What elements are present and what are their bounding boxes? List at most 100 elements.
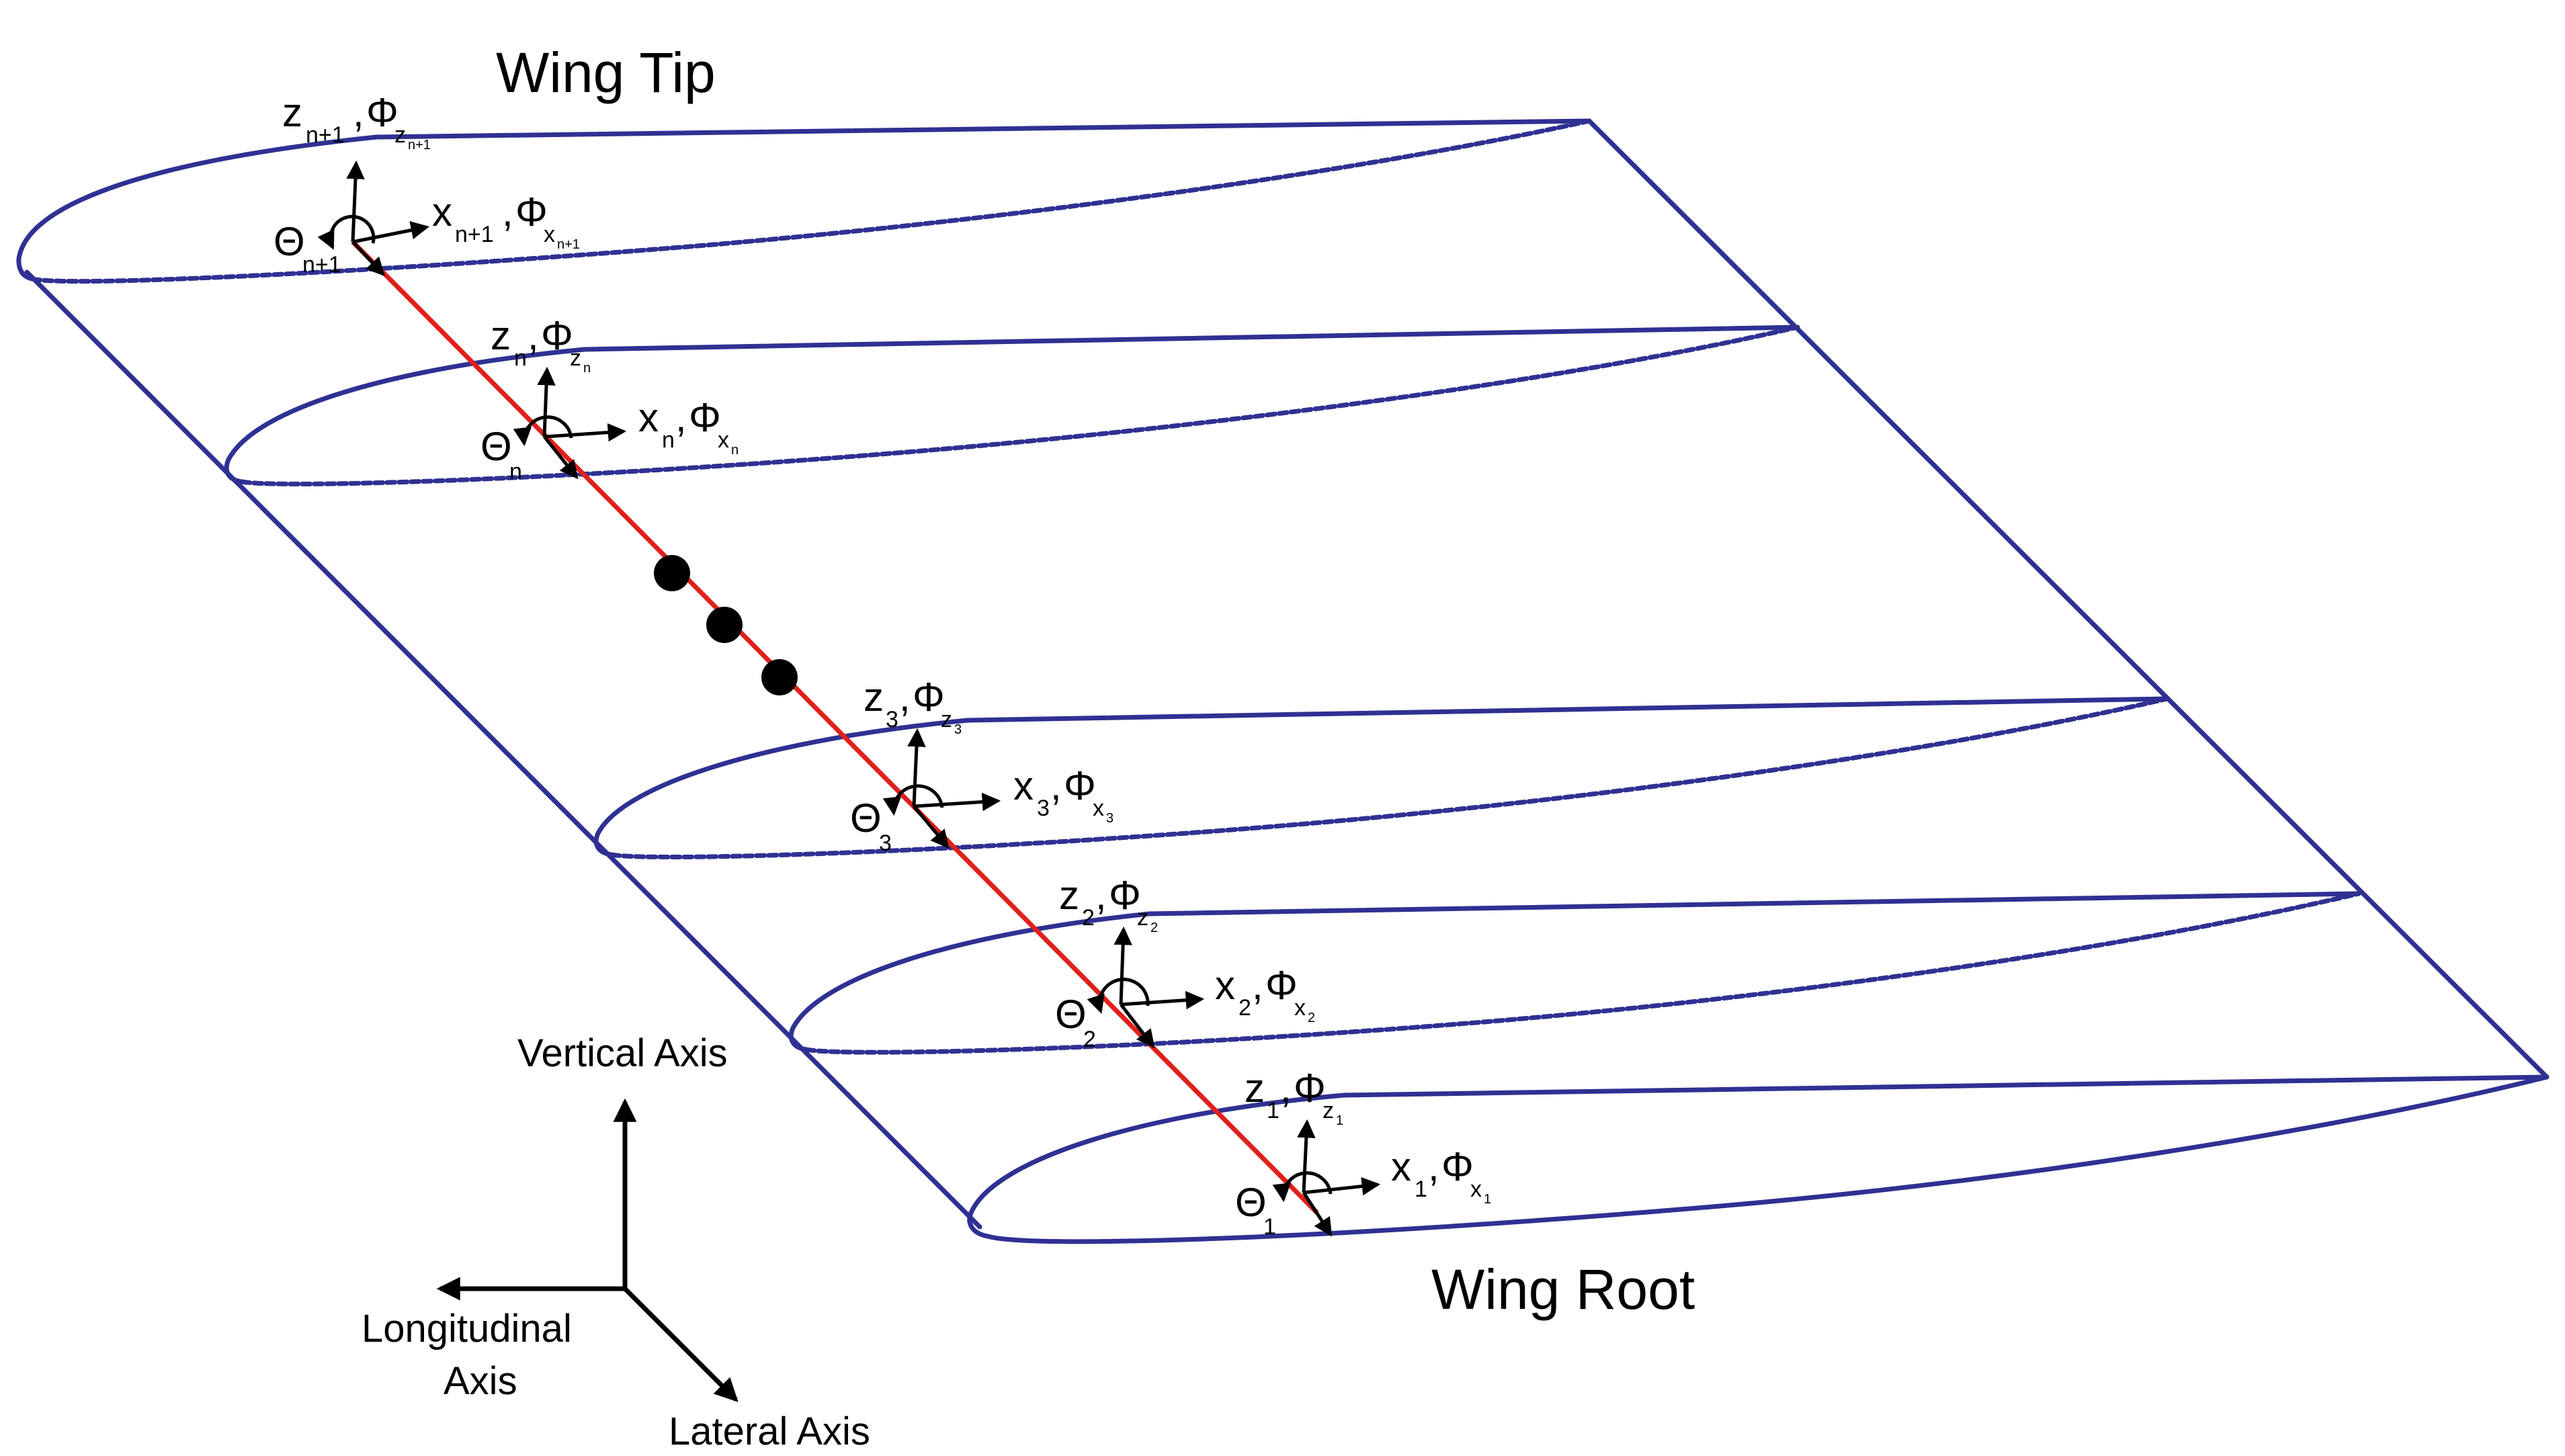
z-axis-arrow bbox=[907, 728, 926, 807]
phi-subsubscript: 1 bbox=[1336, 1113, 1343, 1128]
x-label: x 1 , Φ x 1 bbox=[1391, 1144, 1491, 1207]
wing-root-section bbox=[967, 1074, 2550, 1244]
x-subscript: 3 bbox=[1037, 796, 1050, 821]
phi-subsubscript: 1 bbox=[1484, 1192, 1491, 1207]
theta-label: Θ n bbox=[480, 424, 522, 484]
z-axis-arrow bbox=[537, 366, 556, 437]
phi-symbol: Φ bbox=[1109, 873, 1141, 918]
x-axis-arrow bbox=[1120, 990, 1205, 1010]
lateral-axis-label: Lateral Axis bbox=[669, 1410, 870, 1453]
node-frame-2: z 2 , Φ z 2 x 2 , Φ x 2 Θ 2 bbox=[1055, 873, 1315, 1052]
phi-subscript: x bbox=[718, 427, 729, 453]
z-subscript: n bbox=[514, 345, 527, 371]
theta-label: Θ 1 bbox=[1235, 1180, 1276, 1240]
z-label: z 1 , Φ z 1 bbox=[1245, 1066, 1343, 1128]
x-subscript: 2 bbox=[1238, 995, 1251, 1021]
phi-symbol: Φ bbox=[1064, 763, 1096, 808]
theta-symbol: Θ bbox=[480, 424, 512, 469]
z-symbol: z bbox=[282, 90, 302, 135]
phi-subsubscript: 2 bbox=[1150, 920, 1158, 935]
beam-direction-arrow bbox=[1302, 1191, 1333, 1237]
phi-subsubscript: 2 bbox=[1308, 1011, 1315, 1025]
comma: , bbox=[528, 313, 539, 358]
phi-symbol: Φ bbox=[541, 313, 573, 358]
theta-symbol: Θ bbox=[1055, 992, 1087, 1037]
node-frame-3: z 3 , Φ z 3 x 3 , Φ x 3 Θ 3 bbox=[850, 675, 1113, 856]
theta-label: Θ 2 bbox=[1055, 992, 1096, 1052]
comma: , bbox=[1095, 873, 1107, 918]
wing-section-2-lower bbox=[804, 891, 2361, 1055]
wing-section-3-lower bbox=[609, 696, 2170, 859]
phi-subscript: z bbox=[394, 122, 406, 148]
z-label: z 3 , Φ z 3 bbox=[864, 675, 962, 737]
theta-subscript: n+1 bbox=[302, 252, 341, 277]
phi-symbol: Φ bbox=[689, 395, 721, 440]
z-label: z n , Φ z n bbox=[491, 313, 591, 376]
phi-symbol: Φ bbox=[913, 675, 945, 720]
z-axis-arrow bbox=[1297, 1119, 1316, 1193]
longitudinal-axis-label-line2: Axis bbox=[444, 1359, 517, 1403]
theta-rotation-arc bbox=[1087, 978, 1150, 1014]
wing-root-label: Wing Root bbox=[1431, 1258, 1695, 1321]
comma: , bbox=[1050, 763, 1062, 808]
z-symbol: z bbox=[491, 313, 511, 358]
phi-symbol: Φ bbox=[515, 189, 548, 234]
x-symbol: x bbox=[432, 189, 452, 234]
theta-symbol: Θ bbox=[274, 219, 305, 264]
phi-subsubscript: n+1 bbox=[557, 237, 580, 252]
phi-subsubscript: n bbox=[583, 361, 591, 376]
theta-rotation-arc bbox=[513, 415, 573, 447]
phi-subsubscript: 3 bbox=[954, 722, 962, 737]
x-label: x 3 , Φ x 3 bbox=[1013, 763, 1113, 826]
node-frame-n: z n , Φ z n x n , Φ x n Θ n bbox=[480, 313, 739, 484]
z-subscript: 2 bbox=[1082, 905, 1095, 931]
beam-direction-arrow bbox=[1120, 1003, 1155, 1049]
theta-symbol: Θ bbox=[850, 796, 882, 841]
z-label: z 2 , Φ z 2 bbox=[1059, 873, 1158, 935]
beam-direction-arrow bbox=[913, 805, 950, 849]
phi-subscript: z bbox=[1137, 905, 1148, 931]
x-axis-arrow bbox=[544, 423, 627, 442]
phi-subscript: x bbox=[1093, 796, 1104, 821]
z-subscript: n+1 bbox=[306, 122, 345, 148]
node-frame-n-plus-1: z n+1 , Φ z n+1 x n+1 , Φ x n+1 Θ n+1 bbox=[274, 90, 580, 277]
comma: , bbox=[353, 90, 364, 135]
x-subscript: n bbox=[662, 427, 675, 453]
theta-label: Θ 3 bbox=[850, 796, 892, 856]
x-axis-arrow bbox=[913, 792, 1001, 812]
ellipsis-dot-3 bbox=[761, 659, 798, 695]
theta-rotation-arc bbox=[1272, 1171, 1333, 1203]
phi-subsubscript: n bbox=[731, 443, 739, 458]
x-symbol: x bbox=[1391, 1144, 1411, 1189]
theta-rotation-arc bbox=[882, 784, 944, 816]
wing-tip-label: Wing Tip bbox=[496, 41, 716, 104]
phi-subscript: x bbox=[1294, 995, 1306, 1021]
x-subscript: n+1 bbox=[455, 222, 494, 247]
z-symbol: z bbox=[1245, 1066, 1265, 1111]
theta-subscript: 3 bbox=[879, 830, 892, 856]
wing-section-n-lower bbox=[239, 325, 1800, 486]
theta-subscript: 2 bbox=[1083, 1027, 1096, 1052]
theta-symbol: Θ bbox=[1235, 1180, 1267, 1225]
leading-edge-line bbox=[24, 269, 982, 1230]
node-frame-1: z 1 , Φ z 1 x 1 , Φ x 1 Θ 1 bbox=[1235, 1066, 1491, 1240]
phi-symbol: Φ bbox=[366, 90, 398, 135]
x-axis-arrow bbox=[1303, 1176, 1381, 1196]
ellipsis-dot-2 bbox=[706, 607, 743, 643]
comma: , bbox=[1280, 1066, 1292, 1111]
phi-subscript: z bbox=[570, 345, 581, 371]
x-symbol: x bbox=[1215, 963, 1235, 1008]
phi-symbol: Φ bbox=[1265, 963, 1298, 1008]
trailing-edge-line bbox=[1587, 118, 2550, 1080]
theta-rotation-arc bbox=[317, 214, 376, 250]
wing-outline bbox=[16, 118, 2550, 1244]
comma: , bbox=[1428, 1144, 1439, 1189]
beam-line bbox=[351, 240, 1319, 1215]
phi-subsubscript: 3 bbox=[1106, 811, 1113, 826]
x-label: x n , Φ x n bbox=[638, 395, 739, 458]
phi-subscript: x bbox=[544, 222, 555, 247]
comma: , bbox=[1252, 963, 1263, 1008]
comma: , bbox=[502, 189, 513, 234]
beam-direction-arrow bbox=[543, 435, 579, 480]
phi-subscript: z bbox=[1322, 1098, 1334, 1123]
